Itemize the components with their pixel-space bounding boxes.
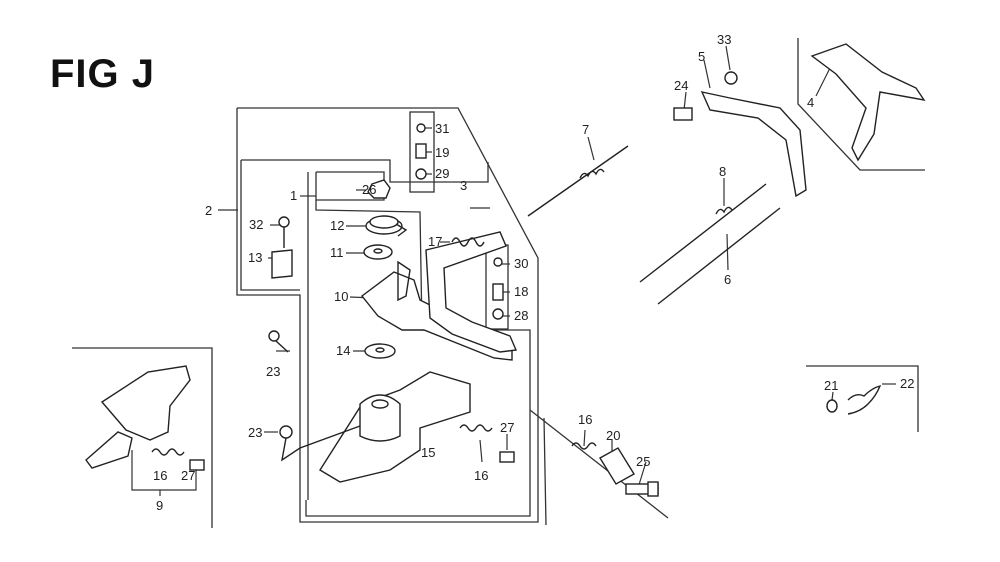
assembly-frame-middle xyxy=(241,159,489,183)
clip-21 xyxy=(826,399,838,413)
sleeve-20 xyxy=(599,447,635,485)
callout-28: 28 xyxy=(514,308,528,323)
left-inset-spring-16 xyxy=(151,448,185,456)
callout-27-center: 27 xyxy=(500,420,514,435)
bolt-27-center xyxy=(499,451,515,463)
left-inset-bracket xyxy=(85,365,191,469)
callout-24: 24 xyxy=(674,78,688,93)
callout-23-upper: 23 xyxy=(266,364,280,379)
callout-5: 5 xyxy=(698,49,705,64)
fasteners-31-19-29 xyxy=(415,123,427,180)
callout-18: 18 xyxy=(514,284,528,299)
callout-labels: 1 2 3 4 5 6 7 8 9 10 11 12 13 14 15 16 1… xyxy=(153,32,914,513)
callout-11: 11 xyxy=(330,245,344,260)
callout-13: 13 xyxy=(248,250,262,265)
callout-4: 4 xyxy=(807,95,814,110)
rod-8 xyxy=(639,183,767,283)
assembly-frame-sub xyxy=(240,160,300,291)
spring-17 xyxy=(451,237,485,247)
left-inset-bolt-27 xyxy=(189,459,205,471)
callout-19: 19 xyxy=(435,145,449,160)
spring-16-center xyxy=(459,424,493,432)
callout-8: 8 xyxy=(719,164,726,179)
top-right-frame xyxy=(797,38,925,171)
washer-14 xyxy=(364,343,396,359)
callout-2: 2 xyxy=(205,203,212,218)
nut-33 xyxy=(724,71,738,85)
bolt-23-upper xyxy=(268,330,289,353)
lower-right-guide-2 xyxy=(543,417,547,526)
callout-26: 26 xyxy=(362,182,376,197)
bolt-32 xyxy=(278,216,290,248)
bracket-13 xyxy=(271,249,293,279)
bracket-4 xyxy=(810,43,926,162)
callout-25: 25 xyxy=(636,454,650,469)
spring-16-right xyxy=(571,442,597,450)
callout-12: 12 xyxy=(330,218,344,233)
control-plate-3 xyxy=(425,231,518,353)
callout-10: 10 xyxy=(334,289,348,304)
assembly-frame-inner xyxy=(315,171,385,201)
callout-27-left: 27 xyxy=(181,468,195,483)
assembly-frame-outer xyxy=(236,107,539,523)
figure-title: FIG J xyxy=(50,52,156,96)
callout-6: 6 xyxy=(724,272,731,287)
callout-33: 33 xyxy=(717,32,731,47)
callout-3: 3 xyxy=(460,178,467,193)
callout-30: 30 xyxy=(514,256,528,271)
cable-7 xyxy=(527,145,629,217)
rod-6 xyxy=(657,207,781,305)
tie-22 xyxy=(847,384,882,415)
callout-32: 32 xyxy=(249,217,263,232)
callout-15: 15 xyxy=(421,445,435,460)
washer-12 xyxy=(365,215,408,237)
callout-20: 20 xyxy=(606,428,620,443)
right-inset-frame xyxy=(806,365,919,432)
callout-21: 21 xyxy=(824,378,838,393)
callout-23-lower: 23 xyxy=(248,425,262,440)
callout-29: 29 xyxy=(435,166,449,181)
bolt-24 xyxy=(673,107,693,121)
bolt-25 xyxy=(625,481,659,497)
callout-9: 9 xyxy=(156,498,163,513)
callout-17: 17 xyxy=(428,234,442,249)
fastener-frame xyxy=(409,111,435,193)
nut-26 xyxy=(367,179,391,199)
callout-1: 1 xyxy=(290,188,297,203)
lever-5 xyxy=(700,91,807,198)
base-15 xyxy=(319,371,471,483)
callout-16-right: 16 xyxy=(578,412,592,427)
callout-16-left: 16 xyxy=(153,468,167,483)
washer-11 xyxy=(363,244,393,260)
lower-right-guide xyxy=(529,409,669,519)
callout-7: 7 xyxy=(582,122,589,137)
fasteners-30-18-28 xyxy=(492,257,504,320)
left-inset-frame xyxy=(72,347,213,528)
bolt-23-lower xyxy=(279,425,361,462)
callout-22: 22 xyxy=(900,376,914,391)
callout-14: 14 xyxy=(336,343,350,358)
callout-31: 31 xyxy=(435,121,449,136)
callout-16-center: 16 xyxy=(474,468,488,483)
